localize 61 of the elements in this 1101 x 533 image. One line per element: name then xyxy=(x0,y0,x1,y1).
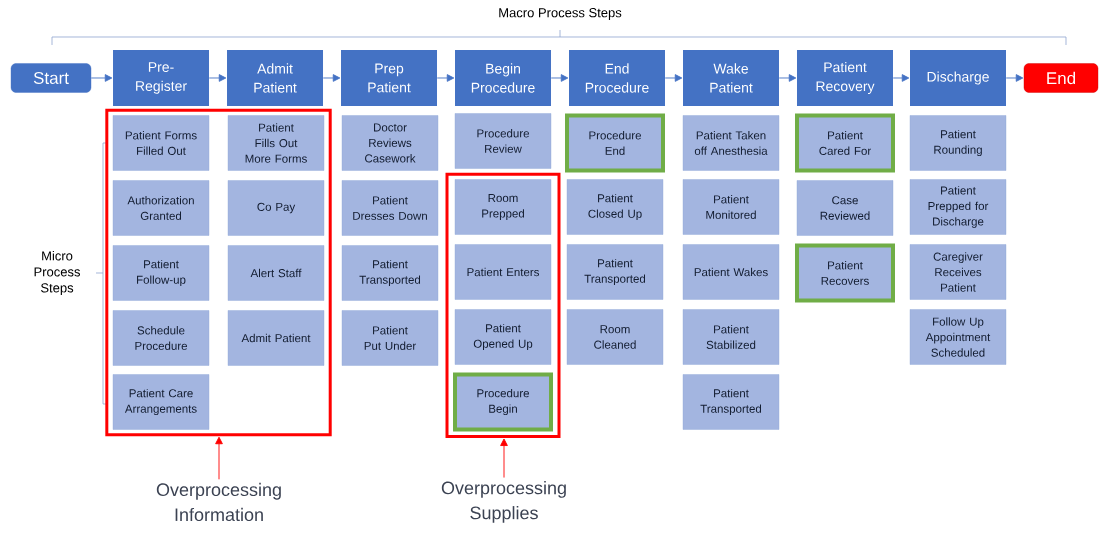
process-box: Admit Patient xyxy=(227,50,323,106)
process-box: Prep Patient xyxy=(341,50,437,106)
process-box: End Procedure xyxy=(569,50,665,106)
step-box: Room Cleaned xyxy=(566,309,664,365)
start-terminal: Start xyxy=(10,63,92,93)
step-box: Alert Staff xyxy=(227,245,325,301)
step-box: Patient Fills Out More Forms xyxy=(227,115,325,171)
step-box: Case Reviewed xyxy=(796,180,894,236)
process-box: Wake Patient xyxy=(683,50,779,106)
step-box: Patient Prepped for Discharge xyxy=(909,179,1007,235)
step-box: Room Prepped xyxy=(454,179,552,235)
process-box: Discharge xyxy=(910,50,1006,106)
step-box: Patient Put Under xyxy=(341,310,439,366)
step-box: Caregiver Receives Patient xyxy=(909,244,1007,300)
step-box: Patient Forms Filled Out xyxy=(112,115,210,171)
arrow xyxy=(778,74,797,82)
step-box: Patient Recovers xyxy=(795,243,895,303)
process-box: Begin Procedure xyxy=(455,50,551,106)
step-box: Patient Enters xyxy=(454,244,552,300)
step-box: Follow Up Appointment Scheduled xyxy=(909,309,1007,365)
step-box: Patient Stabilized xyxy=(682,309,780,365)
highlight-frame xyxy=(445,172,561,438)
step-box: Patient Rounding xyxy=(909,115,1007,171)
step-box: Admit Patient xyxy=(227,310,325,366)
step-box: Patient Transported xyxy=(566,244,664,300)
step-box: Patient Dresses Down xyxy=(341,180,439,236)
step-box: Patient Monitored xyxy=(682,179,780,235)
step-box: Procedure Review xyxy=(454,113,552,169)
arrow xyxy=(664,74,683,82)
arrow xyxy=(322,74,341,82)
leader-line xyxy=(215,436,223,480)
step-box: Patient Opened Up xyxy=(454,309,552,365)
arrow xyxy=(90,74,113,82)
end-terminal: End xyxy=(1023,63,1099,93)
arrow xyxy=(436,74,455,82)
step-box: Patient Transported xyxy=(682,374,780,430)
step-box: Patient Taken off Anesthesia xyxy=(682,115,780,171)
arrow xyxy=(1005,74,1024,82)
step-box: Doctor Reviews Casework xyxy=(341,115,439,171)
arrow xyxy=(550,74,569,82)
annotation-text: Overprocessing Information xyxy=(156,482,281,522)
step-box: Procedure End xyxy=(565,113,665,173)
step-box: Authorization Granted xyxy=(112,180,210,236)
step-box: Patient Closed Up xyxy=(566,179,664,235)
arrow xyxy=(892,74,910,82)
step-box: Patient Wakes xyxy=(682,244,780,300)
step-box: Co Pay xyxy=(227,180,325,236)
step-box: Patient Follow-up xyxy=(112,245,210,301)
step-box: Patient Transported xyxy=(341,245,439,301)
step-box: Patient Care Arrangements xyxy=(112,374,210,430)
process-box: Pre- Register xyxy=(113,50,209,106)
step-box: Procedure Begin xyxy=(453,372,553,432)
bracket-label: Micro Process Steps xyxy=(34,250,81,296)
process-box: Patient Recovery xyxy=(797,50,893,106)
bracket-label: Macro Process Steps xyxy=(499,8,622,20)
leader-line xyxy=(500,438,508,478)
step-box: Schedule Procedure xyxy=(112,310,210,366)
annotation-text: Overprocessing Supplies xyxy=(441,481,566,523)
arrow xyxy=(208,74,227,82)
step-box: Patient Cared For xyxy=(795,113,895,173)
highlight-frame xyxy=(105,108,332,437)
